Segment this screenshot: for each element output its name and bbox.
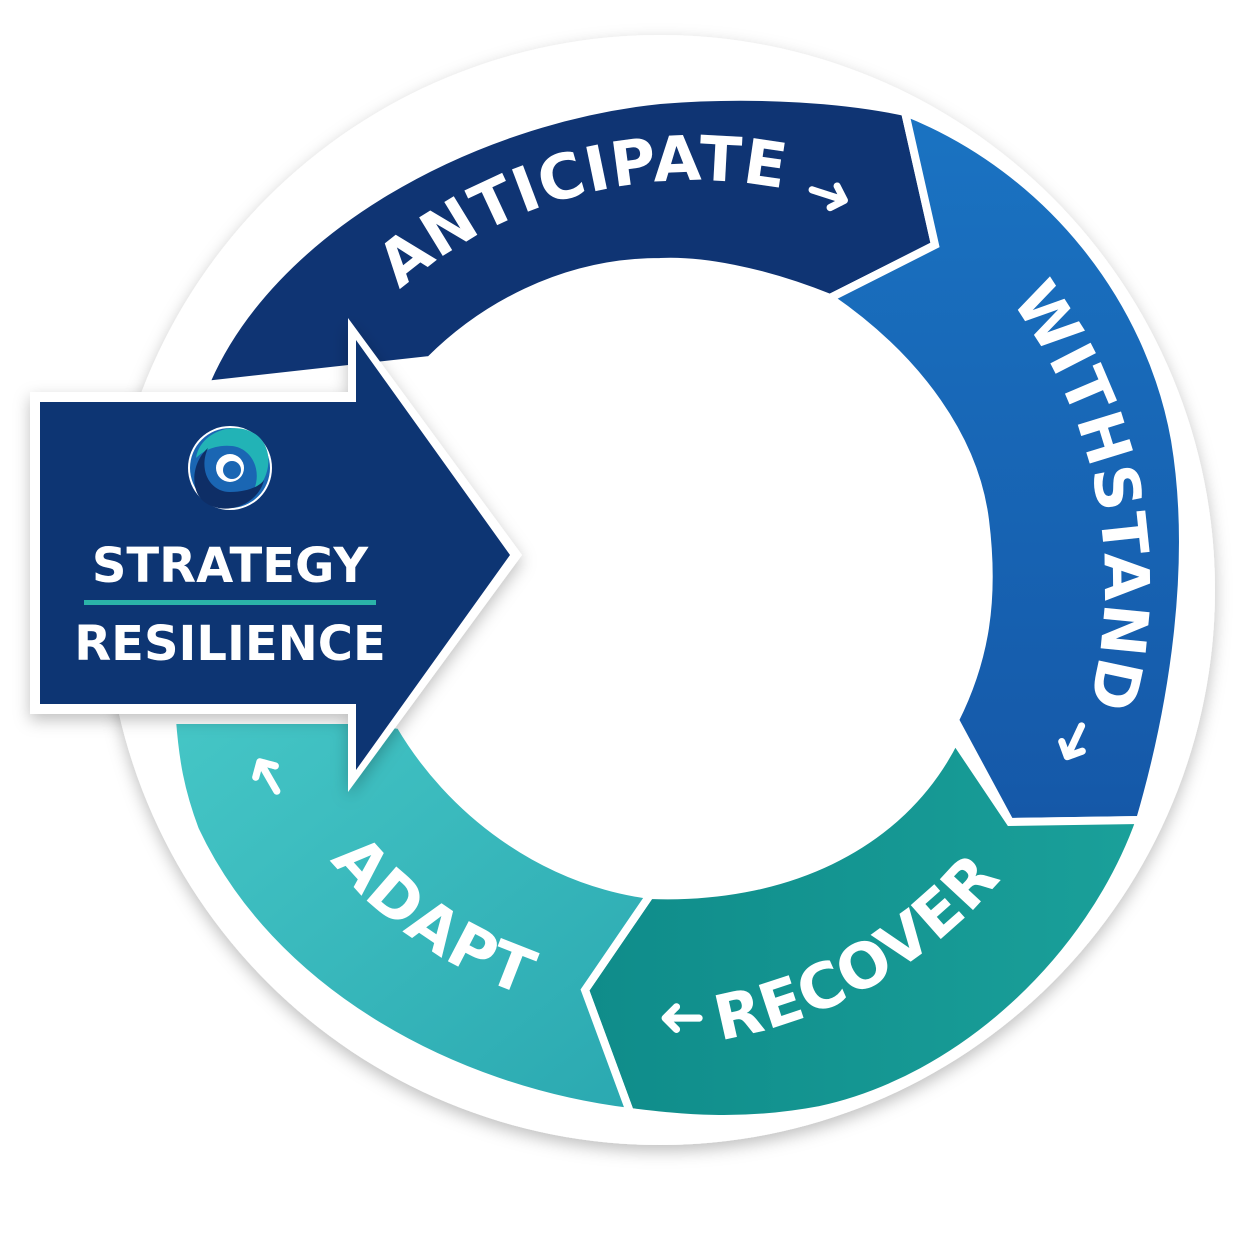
segment-recover[interactable]: [580, 732, 1146, 1123]
entry-arrow[interactable]: [30, 318, 522, 792]
arrow-recover-icon: ➜: [657, 986, 706, 1054]
swirl-logo-icon: [188, 426, 272, 510]
brand-divider: [84, 600, 376, 605]
segment-anticipate[interactable]: [198, 92, 940, 390]
segment-withstand[interactable]: [822, 105, 1187, 827]
entry-arrow-fill: [40, 340, 510, 770]
ring-hole: [410, 310, 970, 870]
brand-line1: STRATEGY: [92, 538, 370, 594]
cycle-ring: [167, 92, 1187, 1123]
brand-line2: RESILIENCE: [74, 616, 386, 672]
segment-adapt[interactable]: [167, 716, 657, 1117]
